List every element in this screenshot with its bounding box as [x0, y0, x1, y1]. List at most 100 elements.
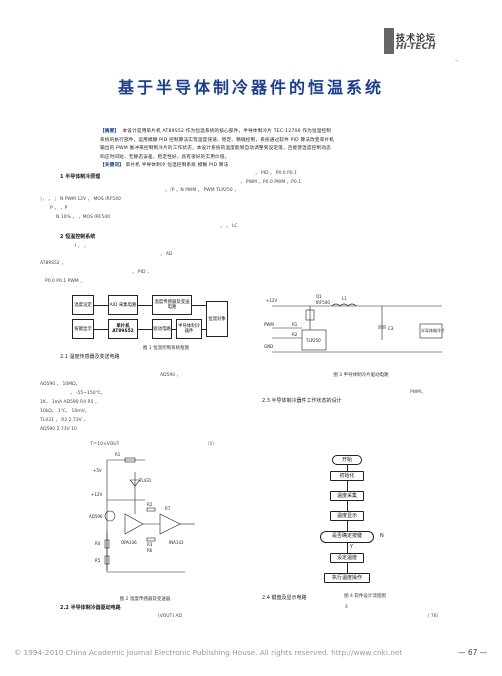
figure-4-caption: 图 4 软件设计流程图	[344, 594, 386, 599]
page-number: — 67 —	[458, 648, 488, 657]
flow-connector	[347, 521, 348, 531]
label-r1: R1	[292, 322, 298, 327]
label-12v: +12V	[91, 492, 102, 497]
figure-3-caption: 图 3 半导体制冷片驱动电路	[333, 373, 389, 378]
body-text: ， PID ， P0.0 P0.1	[255, 171, 297, 176]
body-text: 4	[345, 605, 348, 610]
body-text: ， ， LC	[220, 224, 238, 229]
figure-2-caption: 图 2 温度传感器及变送器	[119, 597, 171, 602]
label-tl431: TL431	[138, 478, 152, 483]
block-thermostat-object: 恒温对象	[206, 301, 228, 337]
body-text: P ， ，P	[50, 206, 68, 211]
body-text: AD590 2.73V 10	[40, 427, 77, 432]
block-driver: 驱动电路	[152, 319, 172, 339]
arrow	[202, 329, 206, 330]
flow-connector	[347, 563, 348, 573]
label-l1: L1	[342, 296, 347, 301]
formula: T＝10×VOUT	[90, 442, 120, 447]
label-tlp250: TLP250	[305, 338, 321, 343]
body-text: AD590 ，	[160, 373, 182, 378]
flow-connector	[347, 481, 348, 491]
flow-start: 开始	[332, 455, 362, 465]
label-q1: Q1	[316, 294, 322, 299]
continued-ref: （ 76）	[425, 614, 442, 619]
body-text: ， AD	[160, 252, 173, 257]
label-opa336: OPA336	[121, 540, 137, 545]
label-r5: R5	[95, 558, 101, 563]
block-ad-circuit: A/D 采集电路	[108, 295, 138, 315]
label-peltier: 半导体制冷片	[421, 327, 445, 333]
label-c3: C3	[388, 326, 394, 331]
block-temp-setting: 温度设定	[72, 295, 94, 315]
flow-display: 温度显示	[330, 511, 364, 521]
flow-init: 初始化	[330, 471, 364, 481]
figure-1-caption: 图 1 恒温控制系统框图	[142, 346, 190, 351]
keywords-label: 【关键词】	[100, 163, 124, 168]
figure-4-flowchart: 开始 初始化 温度采集 温度显示 是否确定按键 N Y 设定温度 执行温度操作	[300, 455, 430, 590]
figure-3-circuit: +12V Q1 IRF540 L1 PWM R1 R2 TLP250 GND C…	[264, 294, 445, 353]
label-gnd: GND	[264, 344, 273, 349]
flow-connector	[347, 501, 348, 511]
block-mcu: 单片机 AT89S52	[108, 319, 138, 339]
abstract-label: 【摘要】	[100, 129, 120, 134]
body-text: TL431 ， R2 2.73V ，	[40, 418, 88, 423]
section-2-1-title: 2.1 温度传感器及变送电路	[60, 354, 120, 360]
label-5v: +5V	[93, 468, 102, 473]
arrow	[94, 305, 108, 306]
keywords-line: 【关键词】 单片机 半导体制冷 恒温控制系统 模糊 PID 算法	[100, 163, 229, 168]
flow-connector	[347, 543, 348, 553]
flow-yes-label: Y	[350, 544, 354, 550]
brand-logo-icon	[384, 28, 394, 54]
copyright-footer: © 1994-2010 China Academic Journal Elect…	[14, 648, 403, 657]
arrow	[192, 305, 206, 306]
section-1-title: 1 半导体制冷原理	[60, 174, 101, 180]
label-r2: R2	[292, 332, 298, 337]
block-sensor-circuit: 温度传感器及变送电路	[152, 295, 192, 315]
arrow	[172, 329, 176, 330]
label-r7: R7	[165, 506, 171, 511]
arrow	[94, 329, 108, 330]
arrow	[138, 329, 152, 330]
flow-execute: 执行温度操作	[324, 573, 370, 583]
formula-number: （1）	[205, 442, 217, 447]
body-text: I ， ，	[75, 244, 89, 249]
body-text: ， PID ，	[132, 270, 152, 275]
arrow	[138, 305, 152, 306]
abstract-line: 输出的 PWM 脉冲来控制制冷片的工作状态，本设计系统的温度能够自动调整到设定值…	[100, 146, 331, 151]
body-text: ， -55~150℃，	[70, 391, 106, 396]
body-text: ，（P ，N PWM ， PWM TLP250 ，	[165, 188, 239, 193]
body-text: PWM，	[410, 390, 426, 395]
body-text: N 10% ， ，MOS IRF540	[56, 215, 111, 220]
label-irf540: IRF540	[316, 300, 330, 305]
section-2-4-title: 2.4 键盘及显示电路	[262, 595, 307, 601]
label-12v: +12V	[266, 298, 277, 303]
flow-no-label: N	[380, 533, 384, 539]
flow-sample: 温度采集	[330, 491, 364, 501]
figure-1-block-diagram: 温度设定 A/D 采集电路 温度传感器及变送电路 恒温对象 单片机 AT89S5…	[72, 295, 260, 343]
header-dash: -	[455, 56, 458, 65]
label-ina143: INA143	[169, 540, 184, 545]
label-pwm: PWM	[264, 322, 274, 327]
abstract-line: 响应时间短，无静态误差，稳定性好，具有很好的实用价值。	[100, 154, 230, 160]
label-r4: R4	[95, 541, 101, 546]
section-2-2-title: 2.2 半导体制冷器驱动电路	[60, 605, 121, 611]
label-r1: R1	[115, 452, 121, 457]
body-text: ， PWM ，P0.0 PWM ，P0.1	[240, 180, 302, 185]
block-keypad-display: 按键显示	[72, 319, 94, 339]
label-r2: R2	[147, 502, 153, 507]
body-text: P0.0 P0.1 PWM ，	[45, 279, 85, 284]
body-text: (VOUT) AD	[158, 614, 183, 619]
section-2-3-title: 2.3 半导体制冷器件工作状态的设计	[262, 398, 342, 404]
abstract-line: 【摘要】 本设计是用单片机 AT89S52 作为恒温系统的核心部件，半导体制冷片…	[100, 129, 332, 134]
page-title: 基于半导体制冷器件的恒温系统	[117, 78, 384, 97]
section-name: 技术论坛	[396, 34, 437, 44]
flow-decision: 是否确定按键	[320, 531, 374, 543]
block-peltier: 半导体制冷器件	[176, 319, 202, 339]
body-text: 10kΩ， 1℃， 10mV，	[40, 409, 90, 414]
abstract: 【摘要】 本设计是用单片机 AT89S52 作为恒温系统的核心部件，半导体制冷片…	[100, 128, 410, 171]
abstract-line: 系统的执行部件，运用模糊 PID 控制算法实现温度快速、稳定、精确控制，系统通过…	[100, 137, 335, 143]
body-text: 1K， 1mA AD590 R4 R5 ，	[40, 400, 100, 405]
body-text: ）， ， ； N PWM 12V ， MOS IRF540	[40, 197, 121, 202]
body-text: AD590 ， 10MΩ，	[40, 382, 81, 387]
body-text: AT89S52 ，	[40, 261, 66, 266]
